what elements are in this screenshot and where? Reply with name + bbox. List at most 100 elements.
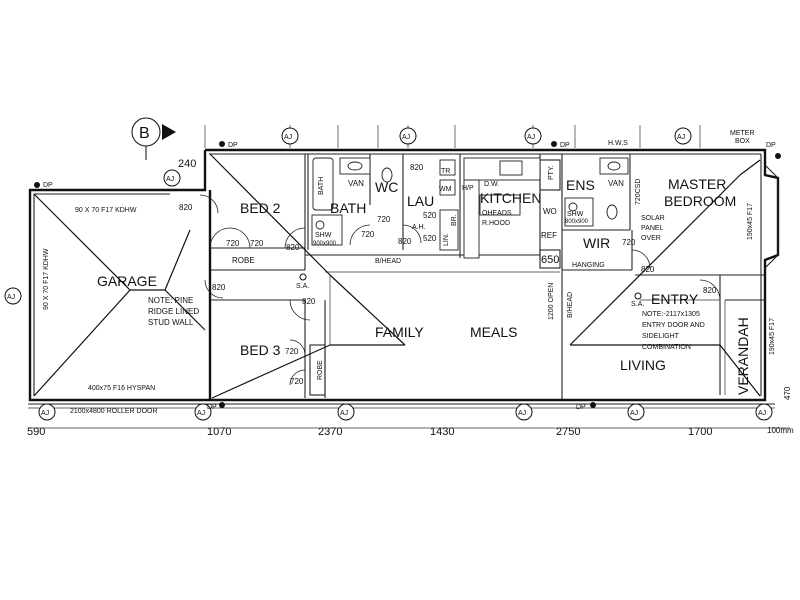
dim-label: 820: [179, 203, 193, 212]
pantry-label: PTY.: [548, 165, 555, 180]
beam-label: 190x45 F17: [747, 203, 754, 240]
note-pine-line2: RIDGE LINED: [148, 307, 199, 316]
dim-label: 720: [285, 347, 299, 356]
downpipe-dot: [219, 141, 225, 147]
room-lau: LAU: [407, 193, 434, 209]
section-marker-letter: B: [139, 125, 150, 142]
downpipe-dot: [590, 402, 596, 408]
note-entry-line3: SIDELIGHT: [642, 333, 680, 340]
grid-bubble-label: AJ: [758, 410, 766, 417]
tub-label: BATH: [318, 177, 325, 195]
grid-bubble-label: AJ: [402, 134, 410, 141]
solar-label-1: SOLAR: [641, 215, 665, 222]
dim-bottom: 1430: [430, 426, 454, 438]
grid-bubble-label: AJ: [284, 134, 292, 141]
dim-label: 820: [212, 283, 226, 292]
grid-bubble-label: AJ: [630, 410, 638, 417]
room-wc: WC: [375, 179, 398, 195]
note-pine-line1: NOTE: PINE: [148, 296, 193, 305]
opening-label: 1200 OPEN: [548, 283, 555, 320]
smoke-alarm-label: S.A.: [296, 283, 309, 290]
toilet: [381, 167, 393, 183]
lintel-label: 400x75 F16 HYSPAN: [88, 385, 155, 392]
room-family: FAMILY: [375, 324, 424, 340]
dimension-labels: 240 820 820 720 720 820 820 720 720 820 …: [178, 158, 792, 400]
room-bed2: BED 2: [240, 200, 281, 216]
dim-label: 720: [361, 230, 375, 239]
dim-label: 720: [622, 238, 636, 247]
dim-bottom: 2370: [318, 426, 342, 438]
room-entry: ENTRY: [651, 291, 699, 307]
downpipes: DP DP DP DP DP DP: [34, 141, 781, 411]
note-entry-line1: NOTE:-2117x1305: [642, 311, 700, 318]
grid-bubble-label: AJ: [197, 410, 205, 417]
interior-walls: [210, 154, 765, 400]
washer-label: WM: [439, 186, 452, 193]
smoke-alarm-label: S.A.: [631, 301, 644, 308]
dim-bottom: 100mm: [767, 426, 794, 435]
downpipe-label: DP: [560, 142, 570, 149]
downpipe-dot: [219, 402, 225, 408]
grid-bubble-label: AJ: [677, 134, 685, 141]
dim-label: 720: [290, 377, 304, 386]
grid-bubble-label: AJ: [527, 134, 535, 141]
beam-label: 90 X 70 F17 KDHW: [43, 248, 50, 310]
dim-bottom: 2750: [556, 426, 580, 438]
note-pine-line3: STUD WALL: [148, 318, 194, 327]
rangehood-label: R.HOOD: [482, 220, 510, 227]
grid-bubble-label: AJ: [7, 294, 15, 301]
room-bath: BATH: [330, 200, 366, 216]
meter-box-label-1: METER: [730, 130, 755, 137]
dim-label: 650: [541, 254, 559, 266]
grid-bubble-label: AJ: [166, 176, 174, 183]
room-bed3: BED 3: [240, 342, 281, 358]
dim-label: 820: [703, 286, 717, 295]
robe-label: ROBE: [232, 256, 255, 265]
csd-label: 720CSD: [635, 179, 642, 205]
room-living: LIVING: [620, 357, 666, 373]
dim-label: 520: [423, 234, 437, 243]
room-verandah: VERANDAH: [735, 317, 751, 395]
dim-label: 240: [178, 158, 196, 170]
grid-bubble-label: AJ: [41, 410, 49, 417]
downpipe-dot: [551, 141, 557, 147]
room-labels: GARAGE BED 2 BATH WC LAU KITCHEN ENS MAS…: [97, 176, 751, 395]
dim-label: 820: [410, 163, 424, 172]
dim-label: 720: [250, 239, 264, 248]
downpipe-label: DP: [43, 182, 53, 189]
downpipe-label: DP: [228, 142, 238, 149]
shower-label: SHW: [315, 232, 332, 239]
door-swings: [199, 194, 721, 386]
section-marker: B: [131, 117, 176, 160]
fixture-labels: BATH VAN VAN SHW 900x900 SHW 800x900 TR …: [43, 130, 776, 415]
grid-bubbles: AJ AJ AJ AJ AJ AJ AJ AJ AJ AJ AJ AJ: [4, 127, 773, 421]
smoke-alarm-icon: [299, 273, 307, 281]
dim-label: 820: [286, 243, 300, 252]
dim-bottom: 590: [27, 426, 45, 438]
dim-bottom: 1070: [207, 426, 231, 438]
bulkhead-label: B/HEAD: [567, 292, 574, 318]
dim-label: 520: [423, 211, 437, 220]
oheads-label: OHEADS: [482, 210, 512, 217]
hws-label: H.W.S: [608, 140, 628, 147]
room-master-line1: MASTER: [668, 176, 726, 192]
vanity-label: VAN: [348, 179, 364, 188]
downpipe-dot: [34, 182, 40, 188]
linen-label: LIN.: [443, 233, 450, 246]
broom-label: BR.: [451, 214, 458, 226]
dim-label: 820: [641, 265, 655, 274]
shower-size: 900x900: [313, 241, 337, 247]
section-arrow-icon: [162, 124, 176, 140]
meter-box-label-2: BOX: [735, 138, 750, 145]
access-hatch-label: A.H.: [412, 224, 426, 231]
bottom-dimensions: 590 1070 2370 1430 2750 1700 100mm: [27, 426, 794, 438]
dim-label: 720: [377, 215, 391, 224]
shower-size: 800x900: [565, 219, 589, 225]
downpipe-label: DP: [766, 142, 776, 149]
robe-label: ROBE: [317, 360, 324, 380]
bulkhead-label: B/HEAD: [375, 258, 401, 265]
room-kitchen: KITCHEN: [480, 190, 541, 206]
room-ens: ENS: [566, 177, 595, 193]
solar-label-3: OVER: [641, 235, 661, 242]
